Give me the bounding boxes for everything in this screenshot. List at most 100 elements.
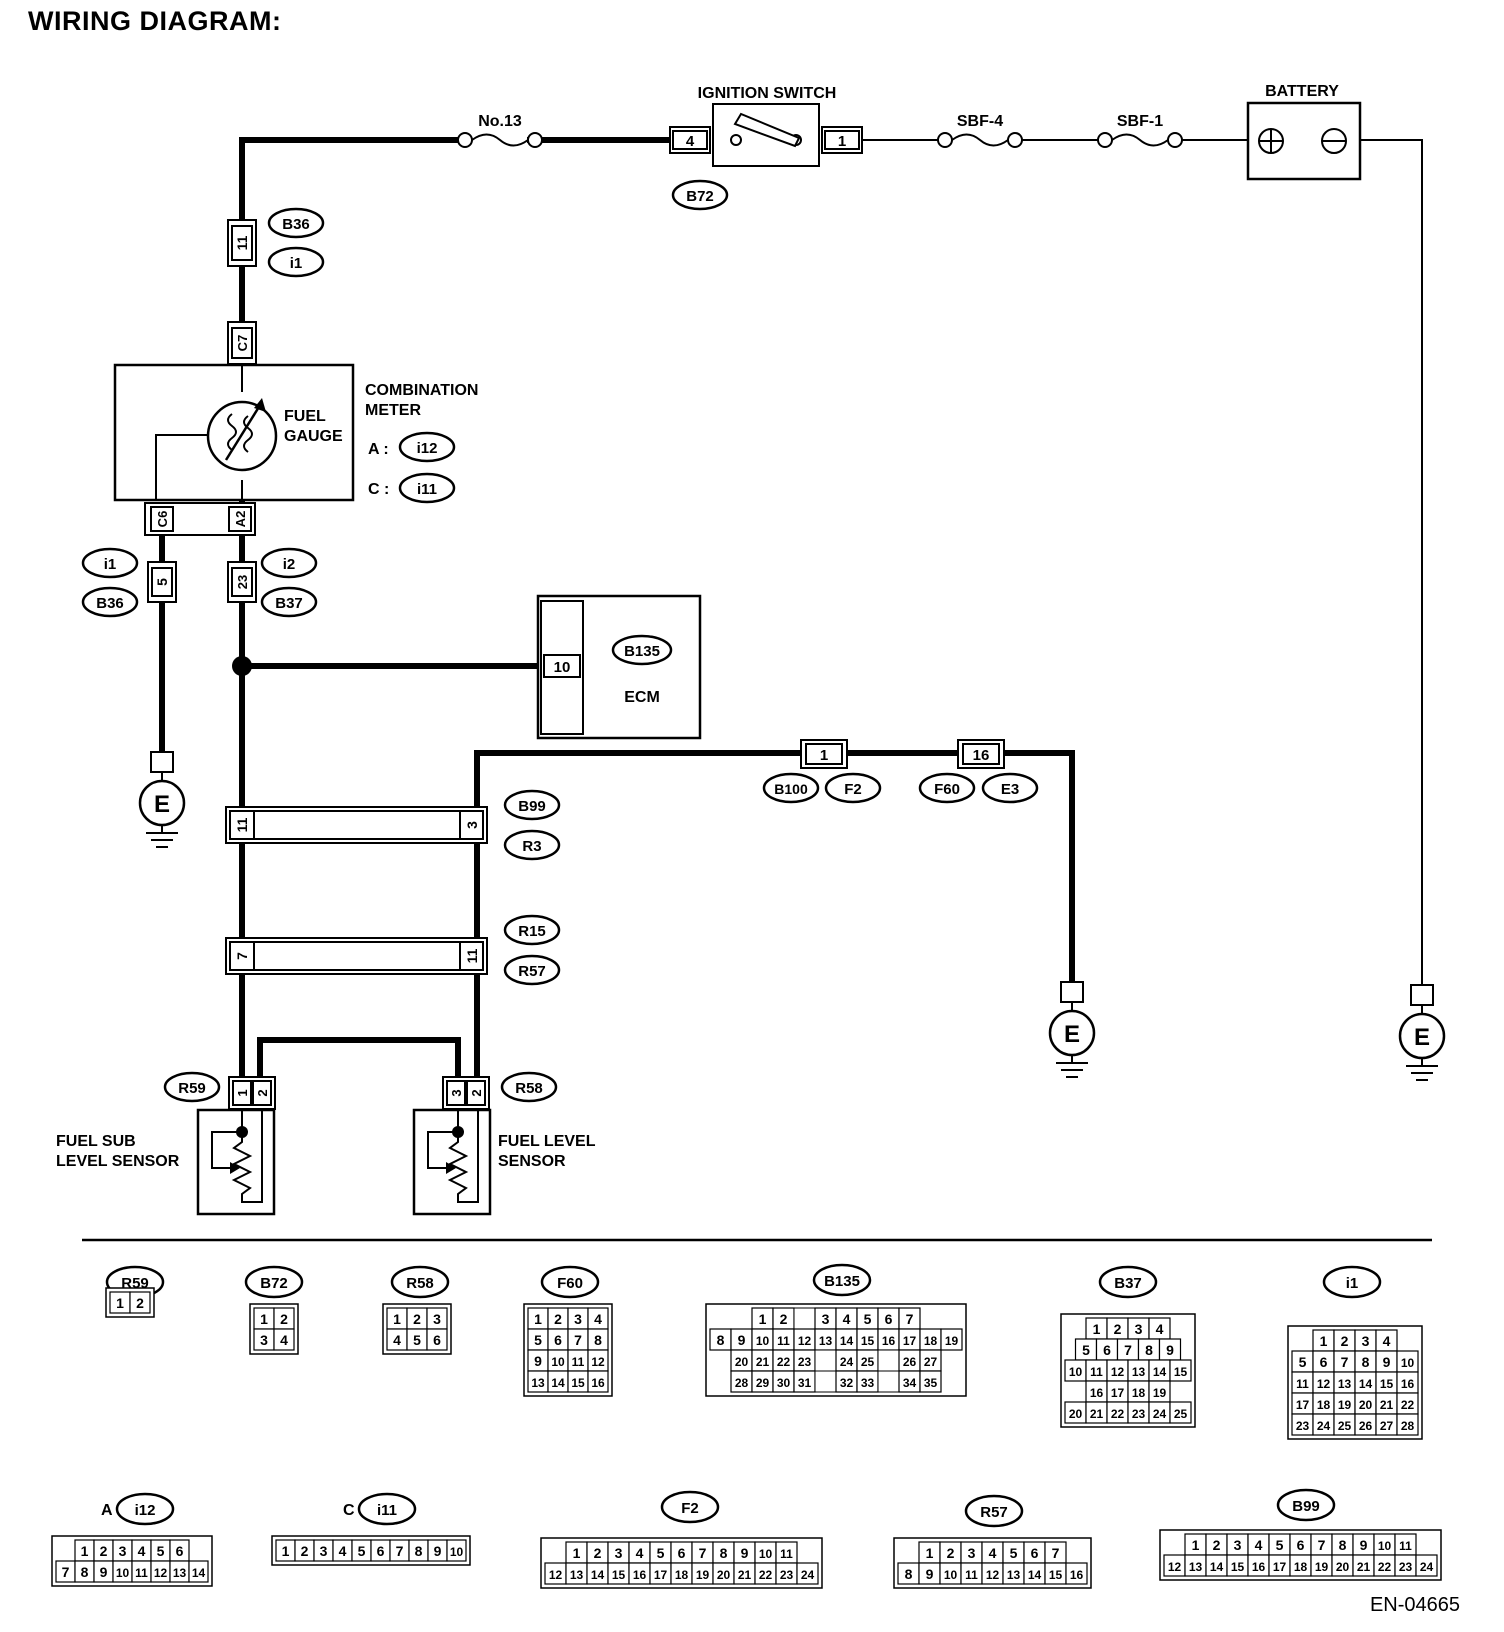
legend-pin-number: 1 — [393, 1311, 401, 1327]
svg-text:F60: F60 — [934, 781, 960, 798]
legend-pin-number: 22 — [1111, 1407, 1125, 1421]
connector-badge-b36-left: B36 — [81, 586, 139, 618]
legend-pin-number: 2 — [554, 1311, 562, 1327]
svg-text:E: E — [1064, 1021, 1080, 1048]
legend-pin-number: 24 — [1153, 1407, 1167, 1421]
legend-pin-number: 4 — [1255, 1537, 1263, 1553]
legend-pin-number: 22 — [1401, 1398, 1415, 1412]
svg-text:B36: B36 — [282, 216, 310, 233]
wire-sensor-link — [257, 1037, 461, 1088]
legend-pin-number: 17 — [1111, 1386, 1125, 1400]
legend-pin-number: 35 — [924, 1376, 938, 1390]
svg-text:C7: C7 — [235, 335, 250, 352]
legend-badge — [1276, 1488, 1336, 1522]
legend-pin-number: 2 — [594, 1545, 602, 1561]
legend-badge-label: F2 — [681, 1500, 699, 1517]
legend-pin-number: 10 — [944, 1568, 958, 1582]
svg-text:F2: F2 — [844, 781, 862, 798]
legend-pin-blank — [877, 1349, 900, 1372]
ignition-switch: IGNITION SWITCH 4 1 — [669, 85, 863, 167]
legend-pin-number: 7 — [1052, 1545, 1060, 1561]
connector-r15-r57: 7 11 — [225, 937, 488, 975]
legend-pin-number: 19 — [1315, 1560, 1329, 1574]
legend-pin-number: 19 — [1338, 1398, 1352, 1412]
legend-pin-number: 15 — [1174, 1365, 1188, 1379]
svg-text:7: 7 — [234, 952, 250, 960]
connector-c6-a2: C6 A2 — [144, 502, 256, 536]
legend-pin-number: 14 — [840, 1334, 854, 1348]
legend-pin-cell — [919, 1370, 942, 1393]
svg-text:R59: R59 — [178, 1080, 206, 1097]
legend-pin-number: 17 — [903, 1334, 917, 1348]
meter-c-label: C : — [368, 481, 389, 498]
legend-pin-cell — [1396, 1413, 1419, 1436]
legend-pin-number: 3 — [1135, 1321, 1143, 1337]
legend-pin-blank — [814, 1349, 837, 1372]
connector-badge-b36: B36 — [267, 207, 325, 239]
legend-badge — [1322, 1265, 1382, 1299]
legend-pin-number: 20 — [1069, 1407, 1083, 1421]
connector-badge-r59: R59 — [163, 1071, 221, 1103]
legend-pin-number: 5 — [534, 1332, 542, 1348]
svg-text:B37: B37 — [275, 595, 303, 612]
connector-badge-f60: F60 — [918, 772, 976, 804]
legend-pin-number: 25 — [1338, 1419, 1352, 1433]
legend-pin-number: 11 — [777, 1334, 790, 1348]
legend-pin-number: 2 — [280, 1311, 288, 1327]
legend-pin-number: 4 — [989, 1545, 997, 1561]
svg-text:2: 2 — [469, 1089, 484, 1096]
legend-pin-number: 9 — [741, 1545, 749, 1561]
legend-pin-number: 10 — [551, 1355, 565, 1369]
legend-pin-number: 12 — [591, 1355, 605, 1369]
legend-pin-number: 1 — [81, 1543, 89, 1559]
legend-pin-number: 2 — [780, 1311, 788, 1327]
connector-badge-i12: i12 — [398, 431, 456, 463]
svg-text:A2: A2 — [233, 511, 248, 528]
fuse-sbf4: SBF-4 — [937, 113, 1023, 148]
legend-pin-number: 18 — [675, 1568, 689, 1582]
legend-pin-number: 5 — [1276, 1537, 1284, 1553]
legend-pin-number: 16 — [1252, 1560, 1266, 1574]
legend-pin-number: 12 — [1317, 1377, 1331, 1391]
legend-pin-number: 3 — [260, 1332, 268, 1348]
legend-pin-number: 9 — [1166, 1342, 1174, 1358]
legend-badge — [357, 1492, 417, 1526]
legend-pin-number: 7 — [699, 1545, 707, 1561]
svg-text:B36: B36 — [96, 595, 124, 612]
fuel-sub-label-2: LEVEL SENSOR — [56, 1153, 180, 1170]
connector-badge-r15: R15 — [503, 914, 561, 946]
legend-pin-number: 27 — [924, 1355, 938, 1369]
legend-pin-number: 9 — [434, 1543, 442, 1559]
legend-pin-number: 4 — [138, 1543, 146, 1559]
legend-pin-number: 3 — [968, 1545, 976, 1561]
legend-pin-number: 9 — [926, 1566, 934, 1582]
legend-pin-number: 5 — [358, 1543, 366, 1559]
legend-pin-number: 7 — [62, 1564, 70, 1580]
fuel-sub-level-sensor — [196, 1108, 276, 1216]
connector-badge-f2: F2 — [824, 772, 882, 804]
ground-icon-sensor: E — [1048, 981, 1096, 1078]
legend-pin-number: 8 — [1145, 1342, 1153, 1358]
legend-badge-label: R57 — [980, 1504, 1008, 1521]
legend-pin-number: 3 — [822, 1311, 830, 1327]
svg-text:23: 23 — [235, 575, 250, 589]
fuel-gauge-label-2: GAUGE — [284, 428, 343, 445]
legend-pin-number: 25 — [861, 1355, 875, 1369]
legend-badge-label: R58 — [406, 1275, 434, 1292]
legend-pin-number: 4 — [1383, 1333, 1391, 1349]
legend-pin-number: 34 — [903, 1376, 917, 1390]
legend-pin-number: 6 — [1320, 1354, 1328, 1370]
legend-pin-blank — [814, 1370, 837, 1393]
connector-pin23: 23 — [227, 561, 257, 603]
legend-pin-number: 16 — [633, 1568, 647, 1582]
legend-pin-number: 13 — [1338, 1377, 1352, 1391]
legend-pin-cell — [188, 1560, 209, 1583]
legend-pin-number: 14 — [1028, 1568, 1042, 1582]
svg-text:1: 1 — [820, 747, 828, 764]
legend-pin-number: 1 — [1320, 1333, 1328, 1349]
legend-pin-number: 16 — [882, 1334, 896, 1348]
